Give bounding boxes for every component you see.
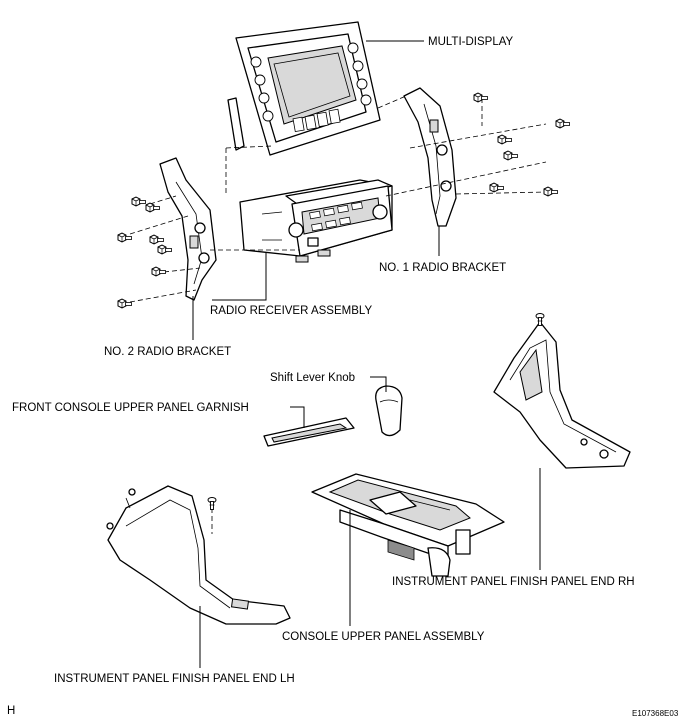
radio-receiver-leader bbox=[212, 253, 267, 301]
finish-panel-end-lh-part bbox=[106, 485, 291, 625]
label-no1-radio-bracket: NO. 1 RADIO BRACKET bbox=[379, 262, 506, 274]
no2-radio-bracket-part bbox=[159, 157, 217, 301]
label-no2-radio-bracket: NO. 2 RADIO BRACKET bbox=[104, 346, 231, 358]
console-upper-panel-assembly-part bbox=[311, 473, 505, 577]
finish-panel-end-rh-part bbox=[493, 321, 631, 469]
shift-lever-knob-leader bbox=[370, 376, 387, 392]
clip-lh-icon bbox=[207, 497, 217, 510]
label-instrument-panel-finish-panel-end-rh: INSTRUMENT PANEL FINISH PANEL END RH bbox=[392, 576, 635, 588]
label-front-console-upper-panel-garnish: FRONT CONSOLE UPPER PANEL GARNISH bbox=[12, 402, 249, 414]
label-multi-display: MULTI-DISPLAY bbox=[428, 36, 514, 48]
front-console-garnish-leader bbox=[290, 406, 305, 428]
no1-radio-bracket-part bbox=[403, 87, 457, 227]
clip-rh-icon bbox=[535, 313, 545, 326]
shift-lever-knob-part bbox=[375, 385, 403, 437]
label-instrument-panel-finish-panel-end-lh: INSTRUMENT PANEL FINISH PANEL END LH bbox=[54, 673, 295, 685]
corner-mark: H bbox=[7, 705, 15, 717]
front-console-garnish-part bbox=[263, 417, 355, 447]
label-shift-lever-knob: Shift Lever Knob bbox=[270, 372, 355, 384]
label-console-upper-panel-assembly: CONSOLE UPPER PANEL ASSEMBLY bbox=[282, 631, 485, 643]
label-radio-receiver-assembly: RADIO RECEIVER ASSEMBLY bbox=[210, 305, 372, 317]
multi-display-part bbox=[227, 21, 381, 156]
figure-code: E107368E03 bbox=[632, 709, 679, 718]
